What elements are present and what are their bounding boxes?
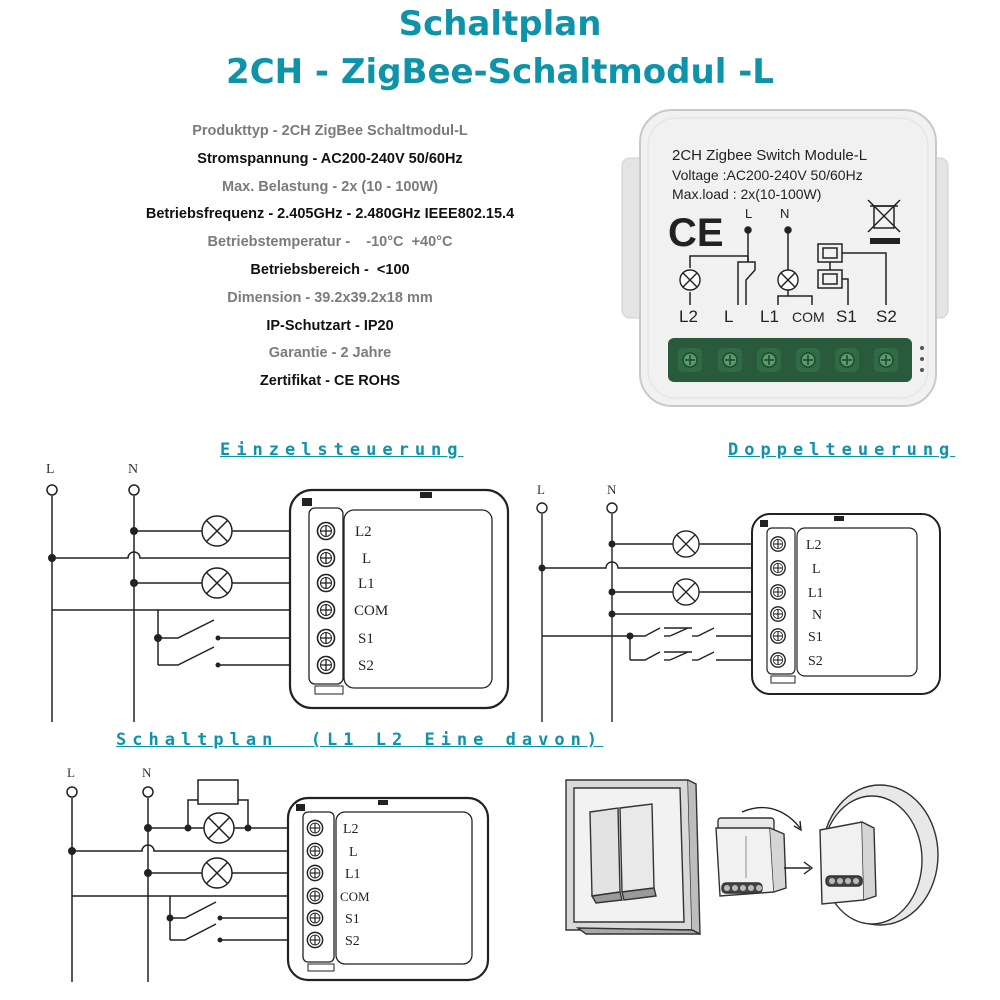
spec-line: Dimension - 39.2x39.2x18 mm xyxy=(227,289,433,306)
spec-line: IP-Schutzart - IP20 xyxy=(266,317,394,334)
arrow-icon xyxy=(741,806,814,875)
wall-switch-icon xyxy=(565,779,701,936)
terminal-label: L1 xyxy=(808,586,824,601)
label-terminal: L1 xyxy=(760,307,779,326)
label-terminal: COM xyxy=(792,309,825,325)
spec-line: Betriebsbereich - <100 xyxy=(250,261,410,278)
terminal-label: L1 xyxy=(358,576,375,592)
label-top-n: N xyxy=(780,206,789,221)
terminal-label: COM xyxy=(340,889,370,904)
spec-line: Betriebstemperatur - -10°C +40°C xyxy=(207,234,453,251)
terminal-label: L2 xyxy=(806,538,822,553)
spec-list: Produkttyp - 2CH ZigBee Schaltmodul-L St… xyxy=(110,118,550,396)
terminal-label: L xyxy=(812,562,821,577)
terminal-label: L2 xyxy=(343,822,359,837)
page-subtitle: 2CH - ZigBee-Schaltmodul -L xyxy=(226,52,774,92)
section-title-single: Einzelsteuerung xyxy=(220,440,464,460)
line-n-label: N xyxy=(142,765,152,780)
spec-line: Zertifikat - CE ROHS xyxy=(259,373,401,390)
weee-bin-icon xyxy=(867,199,901,244)
terminal-label: COM xyxy=(354,603,388,619)
line-l-label: L xyxy=(46,462,55,477)
terminal-label: L xyxy=(362,551,371,567)
section-title-double: Doppelteuerung xyxy=(728,440,956,460)
terminal-label: S2 xyxy=(808,654,823,669)
diagram-single-marks: L2 L L1 COM S1 S2 L N xyxy=(46,462,510,710)
line-l-label: L xyxy=(67,765,75,780)
wall-box-icon xyxy=(819,784,939,926)
spec-line: Produkttyp - 2CH ZigBee Schaltmodul-L xyxy=(192,123,468,139)
label-line-1: 2CH Zigbee Switch Module-L xyxy=(672,147,867,164)
product-photo: 2CH Zigbee Switch Module-L Voltage :AC20… xyxy=(621,109,949,407)
line-n-label: N xyxy=(128,462,138,477)
terminal-label: L xyxy=(349,845,358,860)
label-top-l: L xyxy=(745,206,752,221)
label-line-3: Max.load : 2x(10-100W) xyxy=(672,186,821,202)
terminal-label: S2 xyxy=(358,658,374,674)
spec-line: Garantie - 2 Jahre xyxy=(268,345,392,362)
terminal-label: L2 xyxy=(355,524,372,540)
module-small-icon xyxy=(715,817,787,897)
line-l-label: L xyxy=(537,482,545,497)
diagram-one-of-marks: L2 L L1 COM S1 S2 L N xyxy=(67,765,490,982)
installation-illustration xyxy=(565,779,939,936)
spec-line: Max. Belastung - 2x (10 - 100W) xyxy=(222,178,438,195)
label-line-2: Voltage :AC200-240V 50/60Hz xyxy=(672,167,863,183)
diagram-double-marks: L2 L L1 N S1 S2 L N xyxy=(537,482,941,695)
page-title: Schaltplan xyxy=(398,4,602,44)
spec-line: Stromspannung - AC200-240V 50/60Hz xyxy=(197,150,463,167)
label-terminal: L xyxy=(724,307,733,326)
spec-line: Betriebsfrequenz - 2.405GHz - 2.480GHz I… xyxy=(145,206,515,223)
terminal-label: L1 xyxy=(345,867,361,882)
terminal-label: S1 xyxy=(808,630,823,645)
section-title-one-of: Schaltplan (L1 L2 Eine davon) xyxy=(116,730,604,750)
terminal-label: S1 xyxy=(345,912,360,927)
terminal-label: S1 xyxy=(358,631,374,647)
ce-mark: CE xyxy=(668,211,724,255)
terminal-label: N xyxy=(812,608,822,623)
label-terminal: S1 xyxy=(836,307,857,326)
line-n-label: N xyxy=(607,482,617,497)
terminal-label: S2 xyxy=(345,934,360,949)
diagram-one-of xyxy=(66,779,310,982)
diagram-single xyxy=(46,484,313,722)
label-terminal: S2 xyxy=(876,307,897,326)
diagram-double xyxy=(536,502,776,722)
label-terminal: L2 xyxy=(679,307,698,326)
